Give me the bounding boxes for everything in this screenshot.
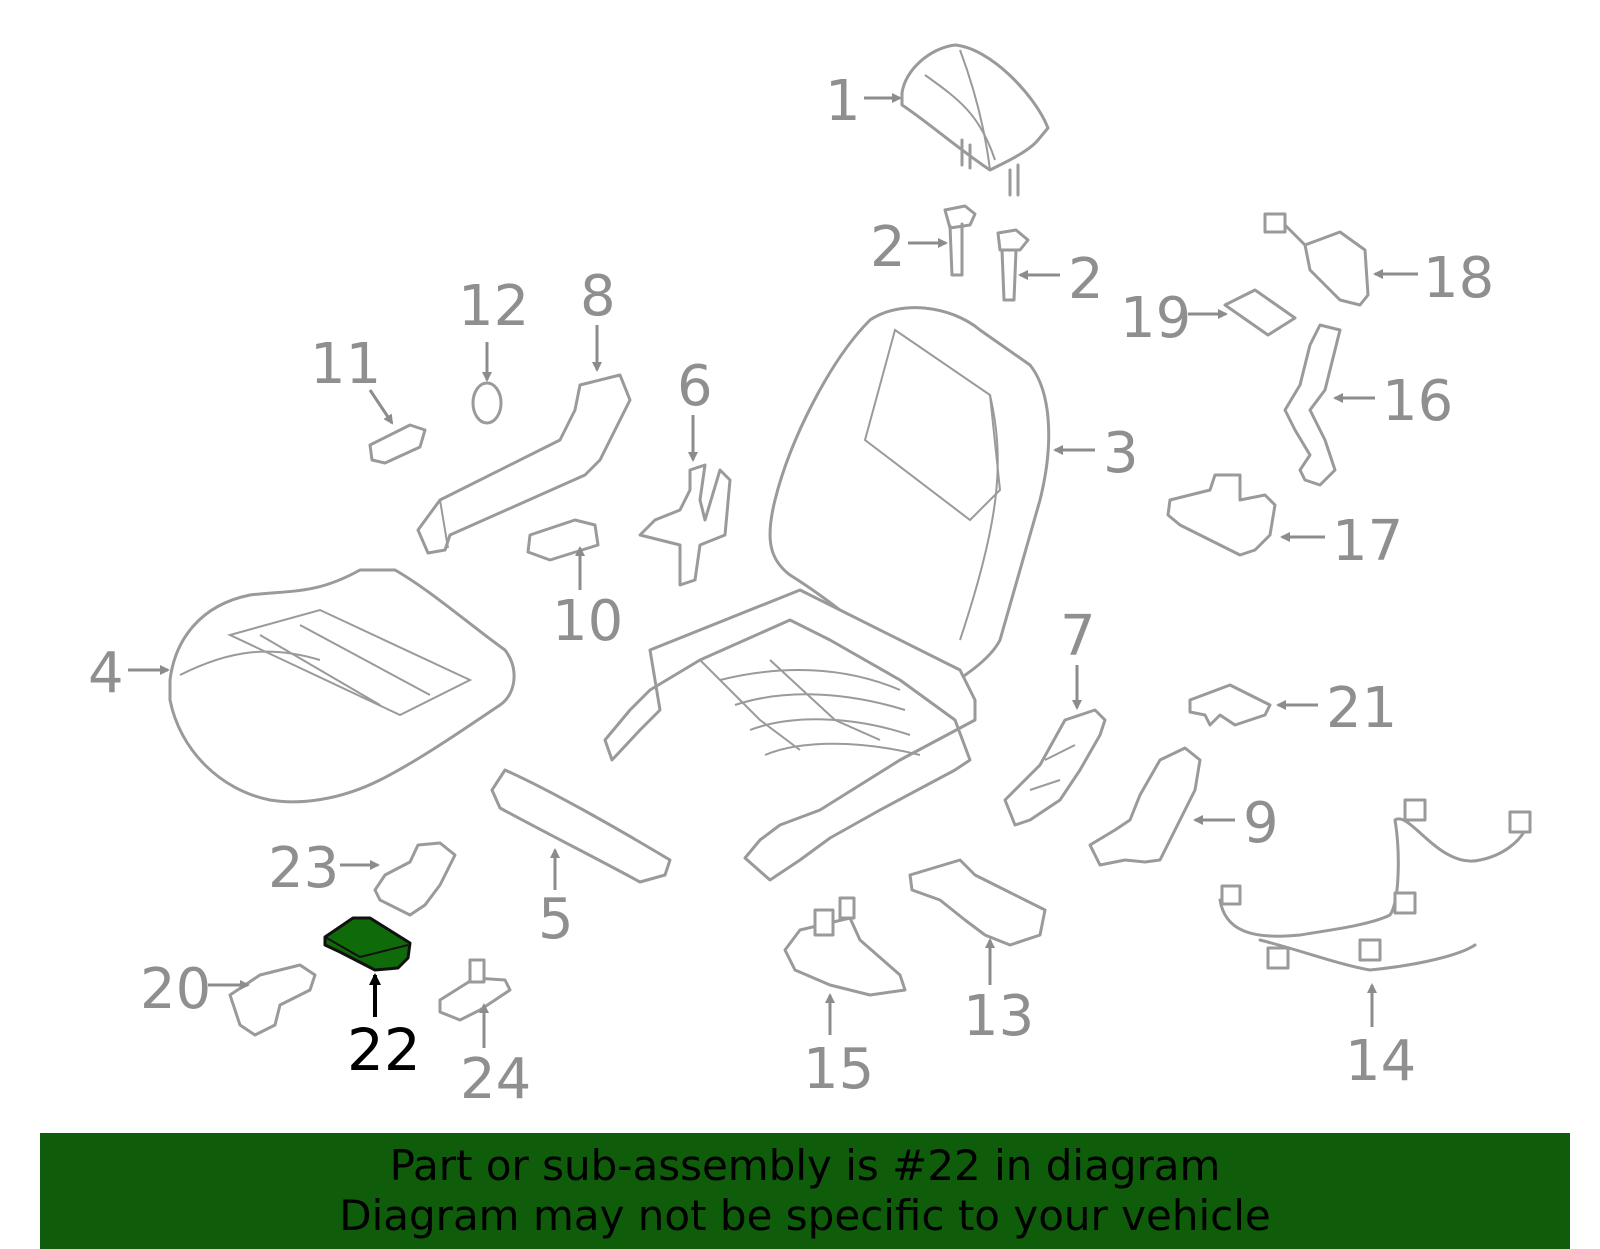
part-3-seat-back bbox=[768, 306, 1051, 692]
part-20-bracket bbox=[228, 963, 317, 1037]
callout-24: 24 bbox=[460, 1047, 531, 1112]
callout-23: 23 bbox=[268, 836, 339, 901]
part-21-clip bbox=[1188, 683, 1272, 727]
part-18-switch bbox=[1263, 212, 1370, 307]
callout-17: 17 bbox=[1332, 509, 1403, 574]
part-15-bracket bbox=[783, 896, 907, 997]
callout-16: 16 bbox=[1382, 369, 1453, 434]
callout-8: 8 bbox=[580, 264, 616, 329]
callout-10: 10 bbox=[552, 589, 623, 654]
callout-18: 18 bbox=[1423, 246, 1494, 311]
callout-7: 7 bbox=[1060, 604, 1096, 669]
seat-frame bbox=[603, 588, 977, 882]
callout-21: 21 bbox=[1326, 676, 1397, 741]
callout-5: 5 bbox=[538, 887, 574, 952]
part-8-outer-shield bbox=[416, 373, 632, 555]
part-13-bracket bbox=[908, 858, 1047, 947]
part-12-cap bbox=[471, 381, 503, 425]
callout-13: 13 bbox=[963, 984, 1034, 1049]
callout-11: 11 bbox=[310, 332, 381, 397]
callout-12: 12 bbox=[458, 274, 529, 339]
part-11-clip bbox=[368, 423, 427, 465]
part-23-module bbox=[373, 841, 457, 917]
part-2-headrest-guide-left bbox=[943, 204, 977, 277]
part-2-headrest-guide-right bbox=[996, 228, 1030, 302]
callout-20: 20 bbox=[140, 957, 211, 1022]
callout-3: 3 bbox=[1103, 421, 1139, 486]
part-4-seat-cushion bbox=[168, 568, 516, 804]
callout-1: 1 bbox=[825, 69, 861, 134]
callout-6: 6 bbox=[677, 354, 713, 419]
callout-19: 19 bbox=[1120, 286, 1191, 351]
info-banner: Part or sub-assembly is #22 in diagram D… bbox=[40, 1133, 1570, 1249]
part-14-wire-harness bbox=[1218, 798, 1532, 972]
part-1-headrest bbox=[900, 43, 1050, 197]
part-10-block bbox=[526, 518, 600, 562]
callout-14: 14 bbox=[1345, 1029, 1416, 1094]
part-16-tube bbox=[1283, 323, 1342, 487]
part-17-bracket bbox=[1166, 473, 1277, 557]
part-5-side-trim bbox=[490, 768, 672, 884]
part-19-pad bbox=[1223, 288, 1297, 337]
part-7-cover bbox=[1003, 708, 1107, 827]
callout-22-highlighted: 22 bbox=[347, 1016, 421, 1084]
part-6-bracket bbox=[638, 463, 732, 587]
banner-line-part: Part or sub-assembly is #22 in diagram bbox=[389, 1141, 1221, 1190]
part-9-knob-cover bbox=[1088, 746, 1202, 867]
banner-line-disclaimer: Diagram may not be specific to your vehi… bbox=[339, 1191, 1271, 1240]
part-22-highlighted[interactable] bbox=[323, 916, 412, 972]
leader-lines bbox=[128, 93, 1418, 1048]
part-24-bracket bbox=[438, 958, 512, 1022]
callout-2-left: 2 bbox=[870, 215, 906, 280]
callout-labels: 1 2 2 3 4 5 6 7 8 9 10 11 12 13 14 15 16… bbox=[88, 69, 1494, 1112]
callout-9: 9 bbox=[1243, 791, 1279, 856]
callout-15: 15 bbox=[803, 1037, 874, 1102]
callout-4: 4 bbox=[88, 641, 124, 706]
callout-2-right: 2 bbox=[1068, 247, 1104, 312]
